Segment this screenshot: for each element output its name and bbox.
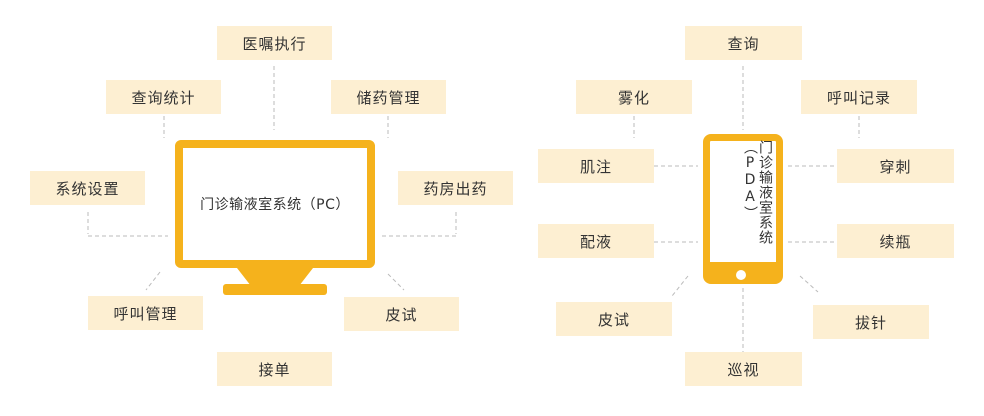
pc-monitor-neck bbox=[237, 268, 313, 286]
pda-device bbox=[703, 134, 783, 284]
pda-module-needle-removal: 拔针 bbox=[813, 305, 929, 339]
pda-module-puncture: 穿刺 bbox=[837, 149, 954, 183]
pda-connector-8 bbox=[671, 275, 689, 297]
pc-module-accept-order: 接单 bbox=[217, 352, 332, 386]
pc-module-pharmacy-dispense: 药房出药 bbox=[398, 171, 513, 205]
pc-system-label: 门诊输液室系统（PC） bbox=[200, 197, 350, 213]
pda-module-skin-test: 皮试 bbox=[556, 302, 672, 336]
pc-module-drug-storage: 储药管理 bbox=[331, 80, 446, 114]
pda-connector-9 bbox=[799, 275, 819, 293]
pc-module-call-management: 呼叫管理 bbox=[88, 296, 203, 330]
pda-module-patrol: 巡视 bbox=[685, 352, 802, 386]
pda-home-button bbox=[736, 270, 746, 280]
pc-module-skin-test: 皮试 bbox=[344, 297, 459, 331]
pc-module-query-statistics: 查询统计 bbox=[106, 80, 221, 114]
pda-module-refill-bottle: 续瓶 bbox=[837, 224, 954, 258]
pda-system-label: 门诊输液室系统（PDA） bbox=[742, 140, 773, 245]
pda-module-query: 查询 bbox=[685, 26, 802, 60]
pda-module-intramuscular-injection: 肌注 bbox=[538, 149, 654, 183]
pc-module-order-execution: 医嘱执行 bbox=[217, 26, 332, 60]
pda-module-call-records: 呼叫记录 bbox=[801, 80, 917, 114]
pda-module-dispensing: 配液 bbox=[538, 224, 654, 258]
pc-monitor: 门诊输液室系统（PC） bbox=[175, 140, 375, 268]
pda-module-nebulization: 雾化 bbox=[576, 80, 692, 114]
pc-connector-9 bbox=[387, 273, 405, 291]
pc-connector-8 bbox=[145, 271, 161, 291]
pc-module-system-settings: 系统设置 bbox=[30, 171, 145, 205]
pc-monitor-base bbox=[223, 284, 327, 295]
